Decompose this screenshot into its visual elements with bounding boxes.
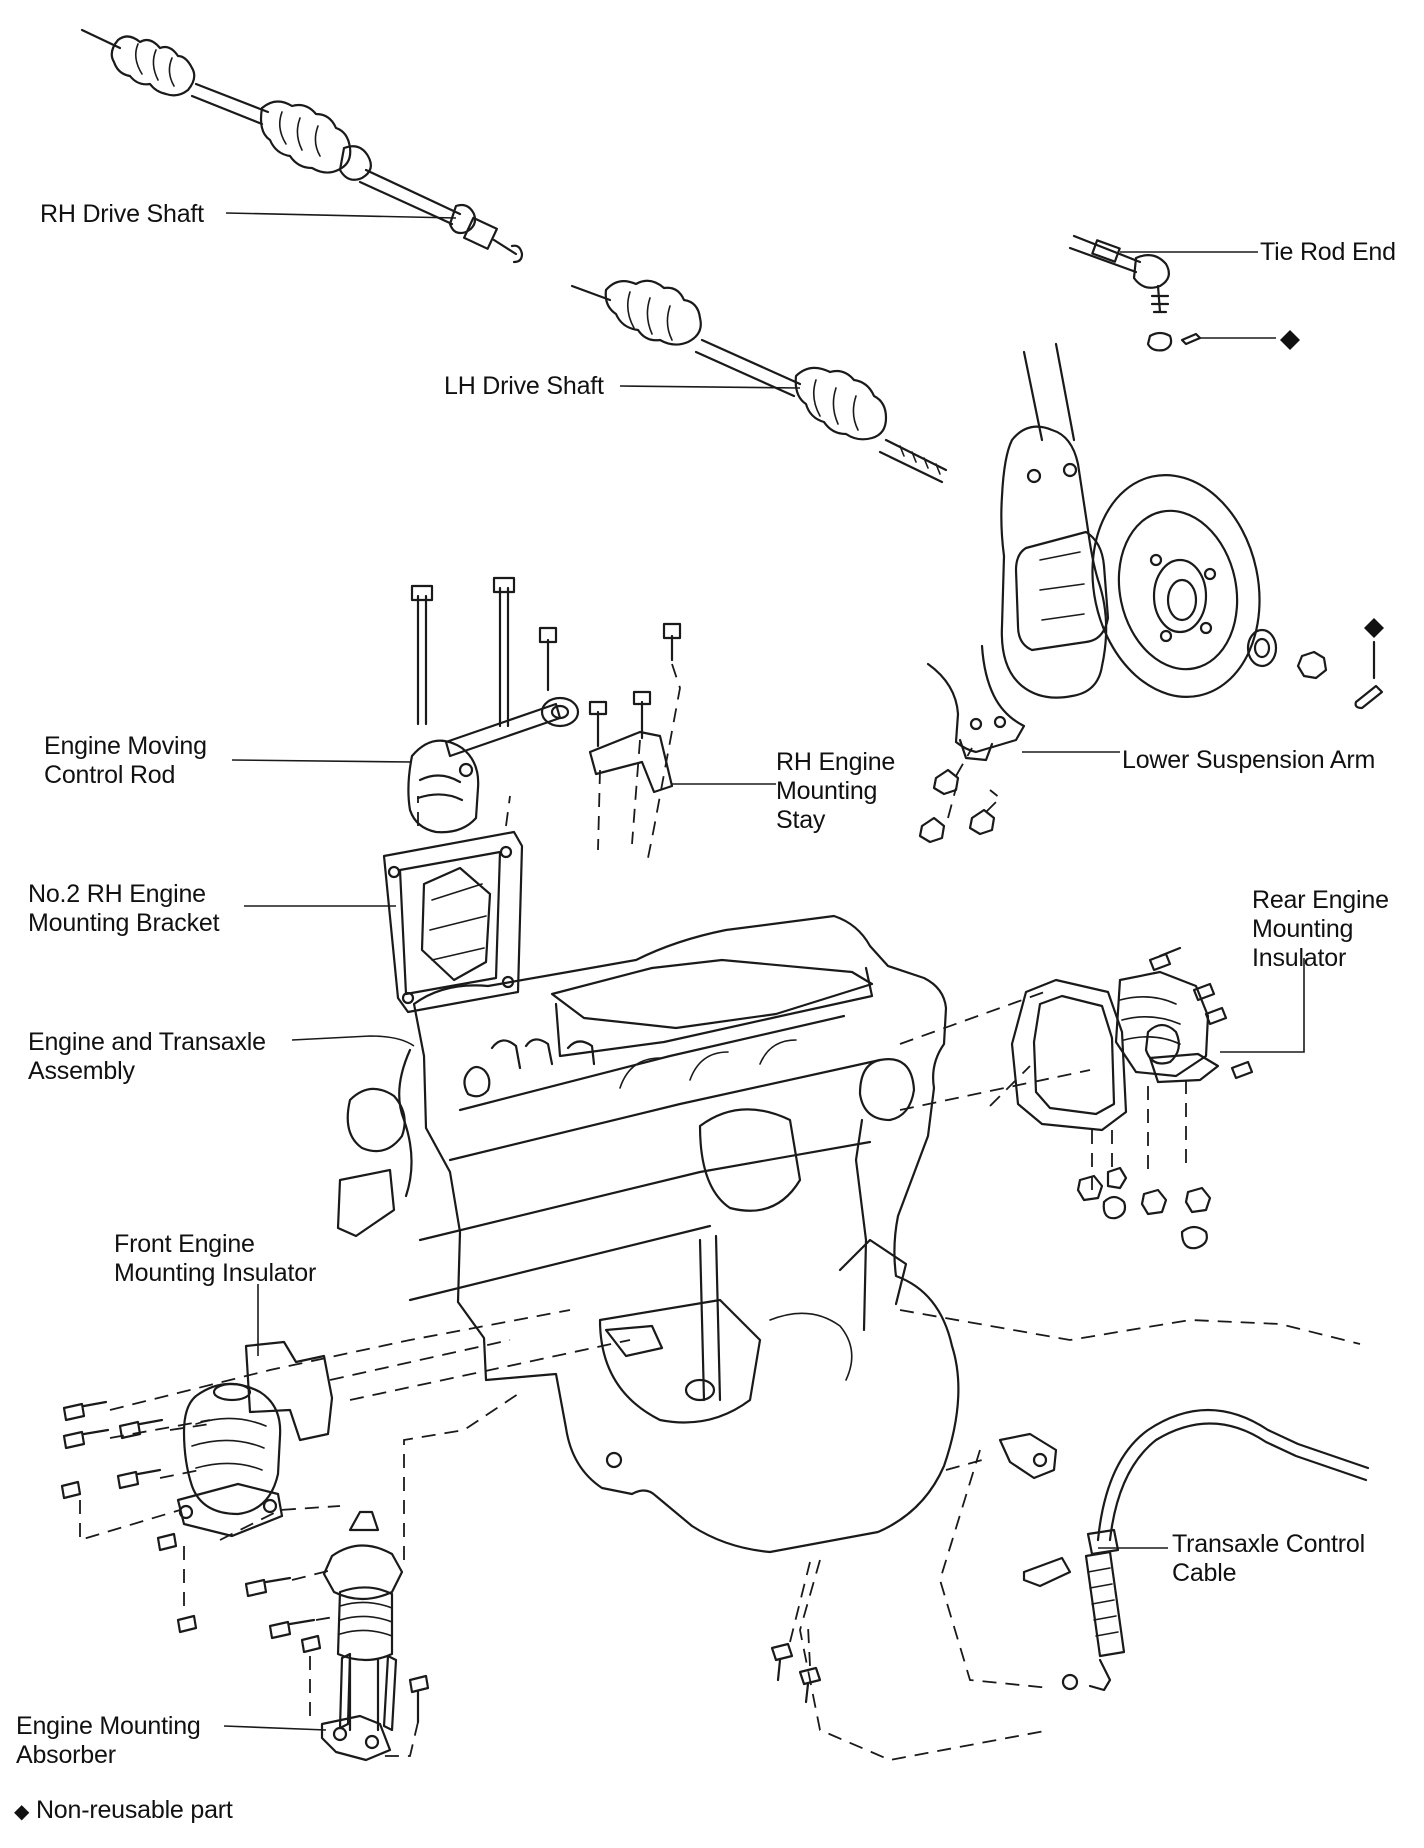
label-line: Mounting	[776, 777, 878, 805]
label-tie-rod-end: Tie Rod End	[1260, 238, 1396, 266]
transaxle-control-cable-drawing	[799, 1309, 1370, 1761]
no2-rh-mounting-bracket-drawing	[382, 795, 524, 1014]
label-line: Mounting	[1252, 915, 1354, 943]
label-line: Control Rod	[44, 761, 176, 789]
lh-drive-shaft-drawing	[570, 279, 948, 484]
label-rh-engine-mounting-stay: RH Engine Mounting Stay	[776, 748, 895, 835]
knuckle-brake-disc-drawing	[1000, 342, 1261, 699]
label-transaxle-control-cable: Transaxle Control Cable	[1172, 1530, 1365, 1588]
label-engine-mounting-absorber: Engine Mounting Absorber	[16, 1712, 201, 1770]
label-engine-and-transaxle-assembly: Engine and Transaxle Assembly	[28, 1028, 266, 1086]
label-line: Engine Mounting	[16, 1712, 201, 1740]
non-reusable-diamond-icon	[1364, 618, 1384, 638]
label-line: Engine Moving	[44, 732, 207, 760]
label-line: Rear Engine	[1252, 886, 1389, 914]
label-line: Transaxle Control	[1172, 1530, 1365, 1558]
legend-text: Non-reusable part	[35, 1796, 233, 1824]
hub-nut-parts-drawing	[1246, 628, 1384, 710]
label-line: No.2 RH Engine	[28, 880, 206, 908]
label-lh-drive-shaft: LH Drive Shaft	[444, 372, 604, 400]
label-rear-engine-mounting-insulator: Rear Engine Mounting Insulator	[1252, 886, 1389, 973]
label-line: Absorber	[16, 1741, 116, 1769]
label-line: Engine and Transaxle	[28, 1028, 266, 1056]
label-line: Stay	[776, 806, 826, 834]
label-lower-suspension-arm: Lower Suspension Arm	[1122, 746, 1376, 774]
non-reusable-diamond-icon	[1280, 330, 1300, 350]
rh-engine-mounting-stay-drawing	[588, 622, 682, 859]
label-line: Assembly	[28, 1057, 135, 1085]
label-line: Mounting Bracket	[28, 909, 220, 937]
legend-diamond-icon: ◆	[14, 1801, 30, 1823]
rear-engine-mounting-insulator-drawing	[899, 946, 1254, 1250]
label-line: Cable	[1172, 1559, 1237, 1587]
tie-rod-end-drawing	[1068, 234, 1276, 352]
leader-lines	[223, 212, 1305, 1731]
non-reusable-markers	[1280, 330, 1384, 638]
engine-transaxle-assembly-drawing	[336, 914, 960, 1554]
lower-suspension-arm-drawing	[918, 644, 1026, 844]
label-front-engine-mounting-insulator: Front Engine Mounting Insulator	[114, 1230, 316, 1288]
engine-moving-control-rod-drawing	[407, 576, 580, 834]
label-rh-drive-shaft: RH Drive Shaft	[40, 200, 204, 228]
label-engine-moving-control-rod: Engine Moving Control Rod	[44, 732, 207, 790]
front-engine-mounting-insulator-drawing	[60, 1309, 631, 1634]
label-no2-rh-engine-mounting-bracket: No.2 RH Engine Mounting Bracket	[28, 880, 220, 938]
engine-mounting-absorber-drawing	[244, 1389, 525, 1762]
label-line: RH Engine	[776, 748, 896, 776]
legend: ◆ Non-reusable part	[14, 1796, 233, 1827]
label-line: Insulator	[1252, 944, 1347, 972]
label-line: Mounting Insulator	[114, 1259, 317, 1287]
label-line: Front Engine	[114, 1230, 255, 1258]
transaxle-bottom-bolts-drawing	[770, 1561, 822, 1704]
